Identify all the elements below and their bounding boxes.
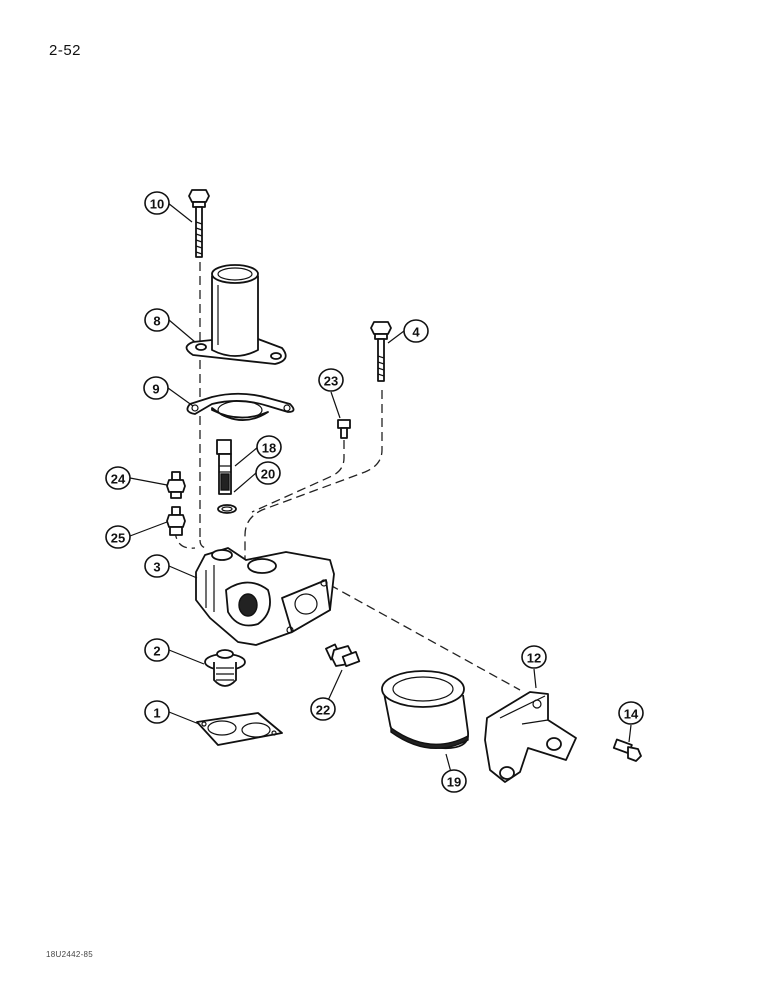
callout-25: 25	[105, 525, 131, 549]
callout-label-20: 20	[261, 467, 275, 482]
o-ring-20	[217, 504, 237, 514]
callout-8: 8	[144, 308, 170, 332]
thermostat-2	[204, 649, 246, 687]
callout-label-1: 1	[153, 706, 160, 721]
callout-19: 19	[441, 769, 467, 793]
callout-label-2: 2	[153, 644, 160, 659]
fitting-24	[166, 471, 186, 499]
bracket-12	[484, 691, 577, 783]
gasket-9	[186, 392, 295, 421]
callout-label-23: 23	[324, 374, 338, 389]
gasket-1	[196, 712, 283, 746]
sensor-18	[216, 439, 232, 495]
fitting-22	[325, 643, 361, 667]
callout-label-22: 22	[316, 703, 330, 718]
callout-10: 10	[144, 191, 170, 215]
callout-14: 14	[618, 701, 644, 725]
outlet-flange-8	[185, 264, 287, 365]
callout-9: 9	[143, 376, 169, 400]
fitting-25	[166, 506, 186, 536]
page-number: 2-52	[49, 42, 82, 59]
callout-12: 12	[521, 645, 547, 669]
bolt-4	[370, 321, 392, 382]
callout-label-12: 12	[527, 651, 541, 666]
housing-3	[195, 547, 335, 646]
callout-label-8: 8	[153, 314, 160, 329]
callout-2: 2	[144, 638, 170, 662]
callout-label-25: 25	[111, 531, 125, 546]
screw-14	[612, 738, 642, 762]
screw-23	[337, 419, 351, 439]
callout-label-4: 4	[412, 325, 420, 340]
callout-label-19: 19	[447, 775, 461, 790]
leader-lines	[129, 202, 632, 777]
callout-label-3: 3	[153, 560, 160, 575]
callout-20: 20	[255, 461, 281, 485]
callout-22: 22	[310, 697, 336, 721]
callout-4: 4	[403, 319, 429, 343]
callout-18: 18	[256, 435, 282, 459]
callout-3: 3	[144, 554, 170, 578]
callout-label-9: 9	[152, 382, 159, 397]
filter-19	[381, 670, 469, 750]
callout-24: 24	[105, 466, 131, 490]
callout-23: 23	[318, 368, 344, 392]
callout-label-18: 18	[262, 441, 276, 456]
figure-code: 18U2442-85	[46, 950, 94, 959]
bolt-10	[188, 189, 210, 258]
callout-label-14: 14	[624, 707, 639, 722]
callout-label-10: 10	[150, 197, 164, 212]
callout-label-24: 24	[111, 472, 126, 487]
callout-1: 1	[144, 700, 170, 724]
